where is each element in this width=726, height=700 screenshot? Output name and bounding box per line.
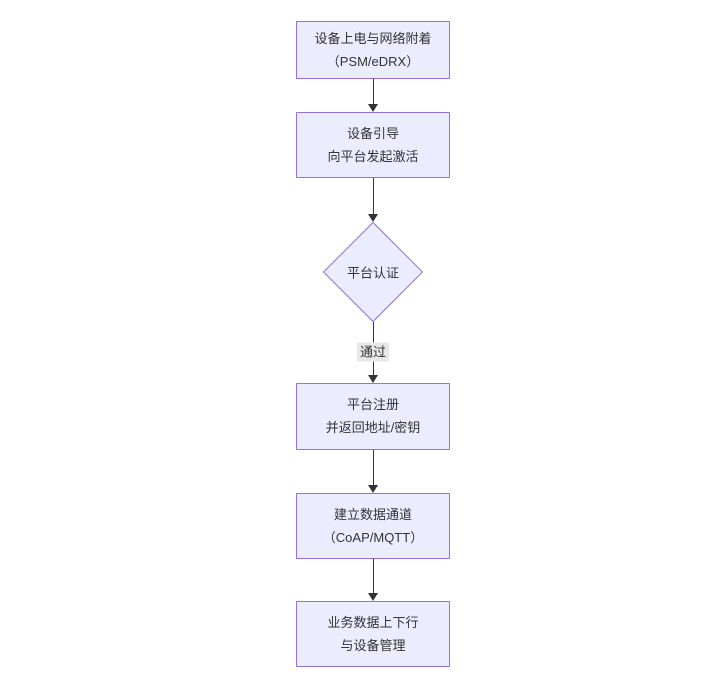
node-platform-register: 平台注册 并返回地址/密钥 <box>296 383 450 450</box>
arrow-line <box>372 79 374 104</box>
arrowhead-down-icon <box>368 214 378 222</box>
node-platform-auth-label: 平台认证 <box>346 265 400 281</box>
node-power-attach-line1: 设备上电与网络附着 <box>314 30 432 46</box>
arrow-line <box>372 559 374 593</box>
arrowhead-down-icon <box>368 104 378 112</box>
node-bootstrap-line1: 设备引导 <box>346 125 399 141</box>
node-platform-auth: 平台认证 <box>322 221 424 323</box>
node-business-mgmt: 业务数据上下行 与设备管理 <box>296 601 450 667</box>
node-bootstrap: 设备引导 向平台发起激活 <box>296 112 450 178</box>
node-business-mgmt-line2: 与设备管理 <box>340 637 406 653</box>
arrow-bootstrap-to-auth <box>368 178 378 222</box>
node-platform-register-line1: 平台注册 <box>346 397 399 412</box>
node-data-channel-line2: （CoAP/MQTT） <box>322 529 424 545</box>
arrow-channel-to-business <box>368 559 378 601</box>
node-data-channel: 建立数据通道 （CoAP/MQTT） <box>296 493 450 559</box>
edge-label-pass: 通过 <box>356 342 390 362</box>
node-power-attach: 设备上电与网络附着 （PSM/eDRX） <box>296 21 450 79</box>
node-data-channel-line1: 建立数据通道 <box>333 506 412 522</box>
node-business-mgmt-line1: 业务数据上下行 <box>327 614 419 630</box>
arrowhead-down-icon <box>368 485 378 493</box>
arrow-register-to-channel <box>368 450 378 493</box>
arrow-line <box>372 178 374 214</box>
arrowhead-down-icon <box>368 375 378 383</box>
node-platform-register-line2: 并返回地址/密钥 <box>325 420 421 435</box>
arrow-power-to-bootstrap <box>368 79 378 112</box>
node-power-attach-line2: （PSM/eDRX） <box>326 53 420 69</box>
node-bootstrap-line2: 向平台发起激活 <box>327 148 419 164</box>
arrow-line <box>372 450 374 485</box>
arrowhead-down-icon <box>368 593 378 601</box>
